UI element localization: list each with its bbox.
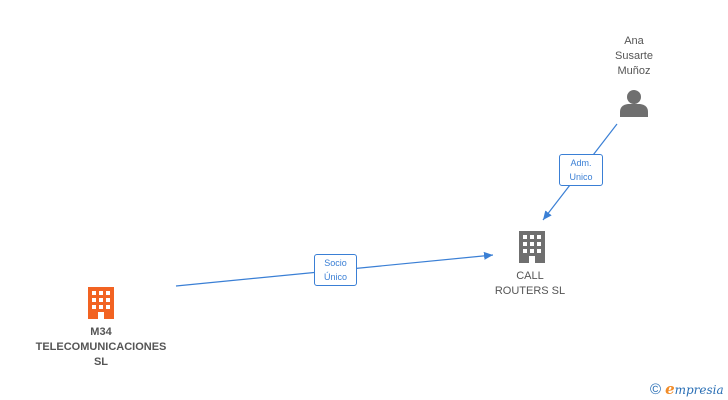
person-name-label[interactable]: Ana Susarte Muñoz xyxy=(615,35,653,77)
person-icon[interactable] xyxy=(619,88,649,118)
building-icon-call-routers[interactable] xyxy=(518,230,546,264)
company-call-routers-label[interactable]: CALL ROUTERS SL xyxy=(494,270,566,297)
edge-socio-unico-label: Socio Único xyxy=(314,254,357,286)
copyright-icon: © xyxy=(650,380,662,398)
empresia-logo: © empresia xyxy=(650,380,724,398)
building-icon-m34[interactable] xyxy=(87,286,115,320)
edge-adm-unico-label: Adm. Unico xyxy=(559,154,603,186)
company-m34-label[interactable]: M34 TELECOMUNICACIONES SL xyxy=(35,326,167,368)
